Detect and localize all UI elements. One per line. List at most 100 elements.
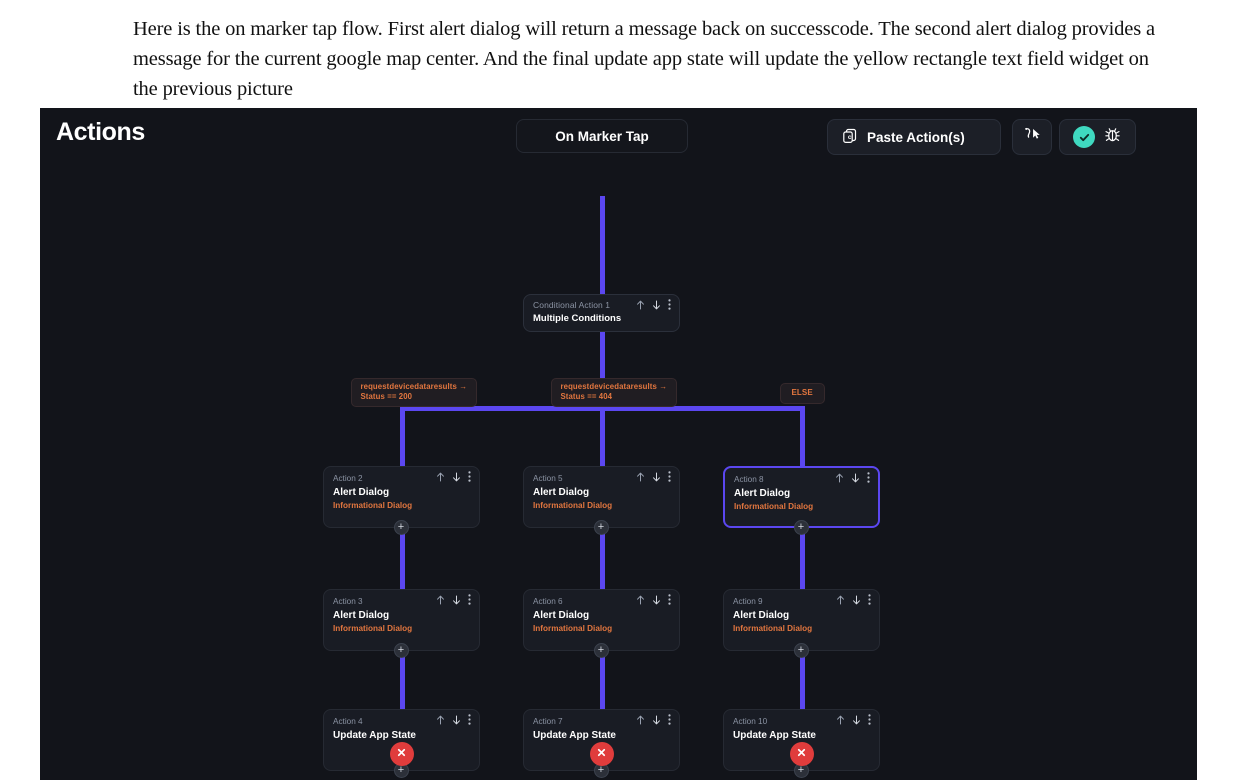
arrow-down-icon[interactable] (851, 472, 860, 483)
close-icon (796, 745, 807, 763)
bug-icon[interactable] (1103, 125, 1122, 149)
editor-header: Actions On Marker Tap c Paste Action(s) (40, 108, 1197, 164)
add-action-button[interactable]: + (393, 643, 409, 658)
flow-end-node[interactable] (789, 742, 814, 766)
node-controls (636, 594, 671, 605)
conditional-action-node[interactable]: Conditional Action 1 Multiple Conditions (523, 294, 680, 332)
more-vertical-icon[interactable] (668, 299, 671, 310)
action-card-subtitle: Informational Dialog (333, 624, 413, 633)
arrow-up-icon[interactable] (436, 595, 445, 605)
conditional-action-label: Conditional Action 1 (533, 300, 611, 310)
node-controls (835, 472, 870, 483)
arrow-down-icon[interactable] (452, 594, 461, 605)
arrow-up-icon[interactable] (836, 595, 845, 605)
add-action-button[interactable]: + (793, 520, 809, 535)
add-action-button[interactable]: + (393, 520, 409, 535)
node-controls (636, 714, 671, 725)
action-card-title: Alert Dialog (533, 487, 590, 498)
action-card-label: Action 7 (533, 717, 563, 726)
action-card-label: Action 6 (533, 597, 563, 606)
action-card-subtitle: Informational Dialog (734, 502, 814, 511)
arrow-down-icon[interactable] (852, 714, 861, 725)
connector-between-actions (599, 651, 605, 709)
action-card-label: Action 10 (733, 717, 768, 726)
arrow-down-icon[interactable] (652, 299, 661, 310)
arrow-down-icon[interactable] (452, 471, 461, 482)
add-action-button[interactable]: + (793, 643, 809, 658)
connector-root-stem (599, 196, 605, 294)
node-controls (436, 471, 471, 482)
debug-toolbar[interactable] (1059, 119, 1136, 155)
page-caption: Here is the on marker tap flow. First al… (133, 18, 1155, 100)
more-vertical-icon[interactable] (868, 714, 871, 725)
arrow-down-icon[interactable] (652, 594, 661, 605)
flow-canvas[interactable]: Conditional Action 1 Multiple Conditions r… (40, 164, 1197, 780)
add-action-button[interactable]: + (593, 763, 609, 778)
connector-between-actions (599, 528, 605, 589)
action-card-title: Alert Dialog (533, 610, 590, 621)
paste-actions-button[interactable]: c Paste Action(s) (827, 119, 1001, 155)
conditional-action-title: Multiple Conditions (533, 313, 622, 324)
action-card-title: Update App State (333, 730, 416, 741)
more-vertical-icon[interactable] (468, 594, 471, 605)
action-card-label: Action 4 (333, 717, 363, 726)
copy-icon: c (842, 128, 858, 147)
connector-branch-drop (399, 406, 405, 466)
action-card-label: Action 8 (734, 475, 764, 484)
flow-end-node[interactable] (589, 742, 614, 766)
arrow-up-icon[interactable] (436, 472, 445, 482)
arrow-down-icon[interactable] (652, 714, 661, 725)
more-vertical-icon[interactable] (668, 714, 671, 725)
actions-editor-panel: Actions On Marker Tap c Paste Action(s) (40, 108, 1197, 780)
action-card-title: Update App State (733, 730, 816, 741)
arrow-up-icon[interactable] (436, 715, 445, 725)
more-vertical-icon[interactable] (867, 472, 870, 483)
condition-badge: requestdevicedataresults →Status == 200 (350, 378, 478, 407)
action-card-label: Action 5 (533, 474, 563, 483)
add-action-button[interactable]: + (593, 643, 609, 658)
action-card-title: Alert Dialog (734, 488, 791, 499)
action-card-label: Action 9 (733, 597, 763, 606)
action-card-subtitle: Informational Dialog (533, 624, 613, 633)
arrow-down-icon[interactable] (652, 471, 661, 482)
condition-badge: requestdevicedataresults →Status == 404 (550, 378, 678, 407)
more-vertical-icon[interactable] (668, 471, 671, 482)
node-controls (636, 299, 671, 310)
arrow-down-icon[interactable] (452, 714, 461, 725)
connector-branch-drop (799, 406, 805, 466)
condition-text: ELSE (791, 388, 813, 397)
page-title: Actions (56, 118, 145, 146)
action-card-subtitle: Informational Dialog (533, 501, 613, 510)
condition-text-line1: requestdevicedataresults → (560, 382, 668, 391)
condition-badge-else: ELSE (779, 383, 825, 404)
condition-text-line1: requestdevicedataresults → (360, 382, 468, 391)
more-vertical-icon[interactable] (668, 594, 671, 605)
arrow-up-icon[interactable] (636, 715, 645, 725)
action-card-title: Update App State (533, 730, 616, 741)
arrow-down-icon[interactable] (852, 594, 861, 605)
flow-pointer-button[interactable] (1012, 119, 1052, 155)
arrow-up-icon[interactable] (636, 472, 645, 482)
arrow-up-icon[interactable] (835, 473, 844, 483)
more-vertical-icon[interactable] (868, 594, 871, 605)
check-circle-icon[interactable] (1073, 126, 1095, 148)
flow-end-node[interactable] (389, 742, 414, 766)
more-vertical-icon[interactable] (468, 471, 471, 482)
connector-between-actions (399, 528, 405, 589)
arrow-up-icon[interactable] (636, 300, 645, 310)
connector-between-actions (799, 528, 805, 589)
more-vertical-icon[interactable] (468, 714, 471, 725)
action-card-title: Alert Dialog (733, 610, 790, 621)
arrow-up-icon[interactable] (836, 715, 845, 725)
trigger-selector[interactable]: On Marker Tap (516, 119, 688, 153)
add-action-button[interactable]: + (593, 520, 609, 535)
arrow-up-icon[interactable] (636, 595, 645, 605)
connector-cond-stem (599, 332, 605, 411)
connector-branch-drop (599, 406, 605, 466)
